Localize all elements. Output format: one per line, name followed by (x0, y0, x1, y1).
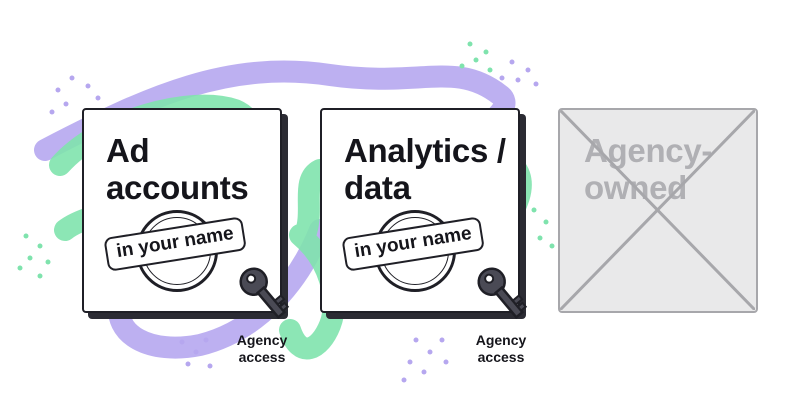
cross-out-icon (560, 110, 755, 310)
card-title-line2: data (344, 169, 411, 206)
card-title-line1: Analytics / (344, 132, 506, 169)
dot-cluster-left (17, 233, 51, 279)
dot-cluster-bottom-left (179, 337, 213, 369)
key-icon (477, 267, 528, 320)
card-title-line1: Agency- (584, 132, 713, 169)
dot-cluster-top-middle (459, 41, 493, 73)
agency-access-line2: access (477, 349, 525, 365)
card-title: Analytics / data (344, 132, 506, 206)
agency-access-line1: Agency (475, 332, 527, 348)
key-icon (239, 267, 290, 320)
card-title-line2: accounts (106, 169, 249, 206)
card-title: Ad accounts (106, 132, 249, 206)
agency-access-line1: Agency (236, 332, 288, 348)
dot-cluster-right (531, 207, 555, 249)
agency-access-line2: access (238, 349, 286, 365)
ad-accounts-card: Ad accounts in your name (82, 108, 282, 313)
agency-owned-card: Agency- owned (558, 108, 758, 313)
agency-access-label: Agency access (222, 332, 302, 366)
dot-cluster-top-left (49, 75, 101, 115)
dot-cluster-top-right (499, 59, 539, 87)
dot-cluster-bottom-middle (401, 337, 449, 383)
agency-access-label: Agency access (461, 332, 541, 366)
card-title-line1: Ad (106, 132, 150, 169)
